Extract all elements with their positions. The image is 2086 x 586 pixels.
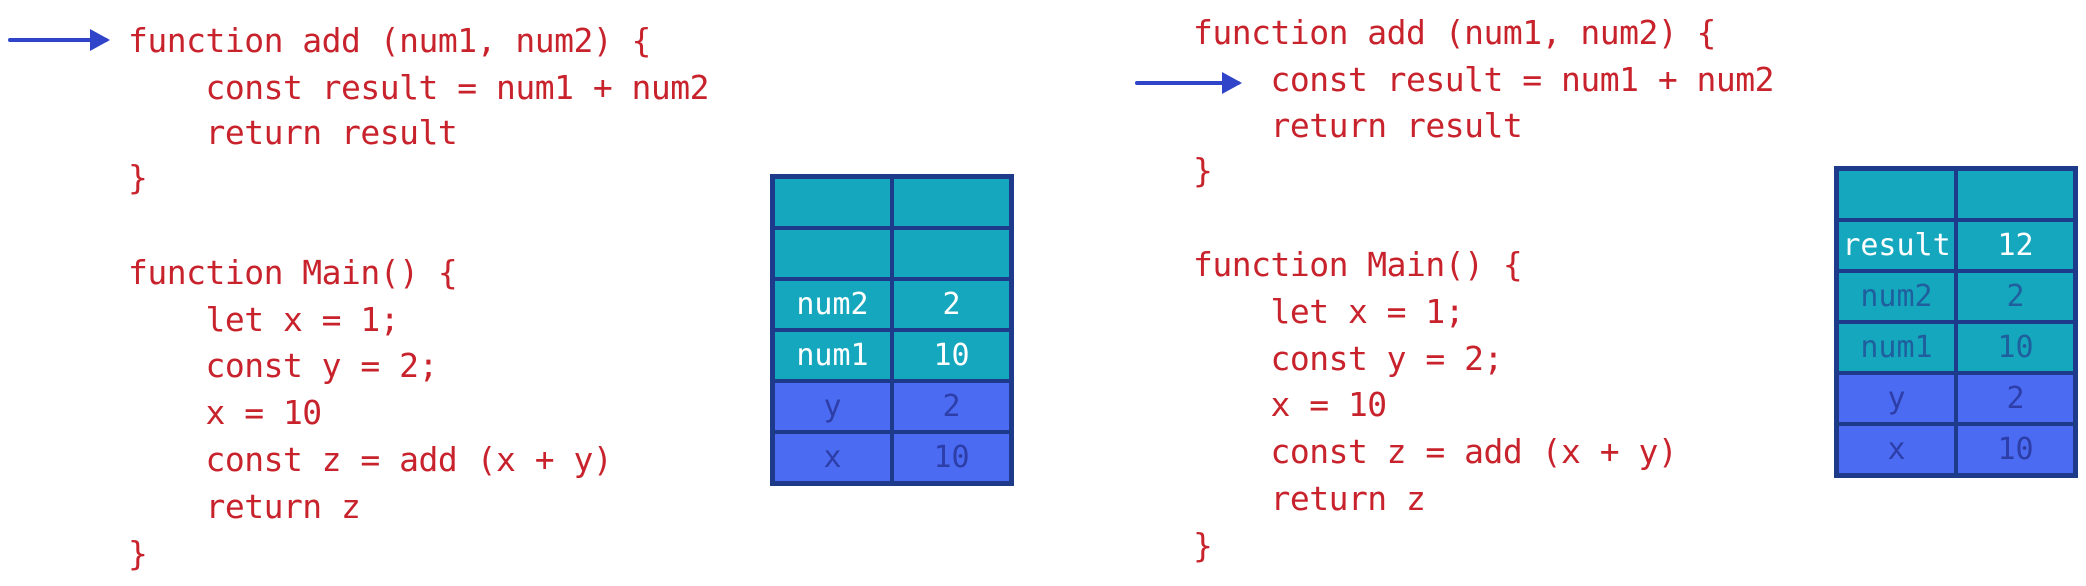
- code-line: }: [128, 158, 148, 197]
- stack-value-cell: 2: [892, 381, 1011, 432]
- stack-row: [773, 177, 1011, 228]
- stack-row: num2 2: [1837, 271, 2075, 322]
- stack-value-cell: [892, 177, 1011, 228]
- execution-pointer-arrow: [1135, 72, 1242, 94]
- stack-row: result 12: [1837, 220, 2075, 271]
- left-panel: function add (num1, num2) { const result…: [8, 21, 1014, 573]
- stack-name-cell: x: [1837, 424, 1956, 475]
- code-line: function Main() {: [1193, 245, 1523, 284]
- code-line: let x = 1;: [128, 300, 400, 339]
- stack-value-cell: [1956, 169, 2075, 220]
- code-line: return z: [128, 487, 361, 526]
- code-line: function add (num1, num2) {: [128, 21, 651, 60]
- stack-row: x 10: [773, 432, 1011, 483]
- stack-value-cell: 2: [892, 279, 1011, 330]
- code-line: }: [1193, 526, 1213, 565]
- call-stack-table: result 12 num2 2 num1 10 y 2 x 10: [1834, 166, 2078, 478]
- code-line: const y = 2;: [1193, 339, 1503, 378]
- stack-value-cell: 12: [1956, 220, 2075, 271]
- stack-name-cell: num1: [773, 330, 892, 381]
- stack-name-cell: x: [773, 432, 892, 483]
- code-line: const result = num1 + num2: [128, 68, 710, 107]
- stack-value-cell: 2: [1956, 373, 2075, 424]
- stack-value-cell: 10: [892, 432, 1011, 483]
- stack-row: y 2: [773, 381, 1011, 432]
- stack-row: x 10: [1837, 424, 2075, 475]
- code-line: return result: [128, 113, 458, 152]
- stack-name-cell: [773, 228, 892, 279]
- stack-row: num1 10: [773, 330, 1011, 381]
- stack-row: [773, 228, 1011, 279]
- stack-name-cell: result: [1837, 220, 1956, 271]
- code-line: const result = num1 + num2: [1193, 60, 1775, 99]
- code-line: return z: [1193, 479, 1426, 518]
- stack-row: y 2: [1837, 373, 2075, 424]
- stack-name-cell: [773, 177, 892, 228]
- code-line: function add (num1, num2) {: [1193, 13, 1716, 52]
- call-stack-table: num2 2 num1 10 y 2 x 10: [770, 174, 1014, 486]
- stack-row: num1 10: [1837, 322, 2075, 373]
- code-line: }: [128, 534, 148, 573]
- code-line: return result: [1193, 106, 1523, 145]
- stack-value-cell: [892, 228, 1011, 279]
- stack-name-cell: y: [1837, 373, 1956, 424]
- stack-value-cell: 10: [1956, 322, 2075, 373]
- code-line: const z = add (x + y): [128, 440, 613, 479]
- execution-pointer-arrow: [8, 29, 110, 51]
- stack-name-cell: num2: [773, 279, 892, 330]
- stack-value-cell: 2: [1956, 271, 2075, 322]
- code-line: const z = add (x + y): [1193, 432, 1678, 471]
- stack-name-cell: num1: [1837, 322, 1956, 373]
- right-panel: function add (num1, num2) { const result…: [1043, 0, 2086, 586]
- code-line: const y = 2;: [128, 346, 438, 385]
- stack-name-cell: num2: [1837, 271, 1956, 322]
- code-line: x = 10: [128, 393, 322, 432]
- code-line: let x = 1;: [1193, 292, 1465, 331]
- stack-row: num2 2: [773, 279, 1011, 330]
- stack-name-cell: [1837, 169, 1956, 220]
- stack-name-cell: y: [773, 381, 892, 432]
- stack-value-cell: 10: [1956, 424, 2075, 475]
- stack-value-cell: 10: [892, 330, 1011, 381]
- code-line: x = 10: [1193, 385, 1387, 424]
- stack-row: [1837, 169, 2075, 220]
- code-line: function Main() {: [128, 253, 458, 292]
- code-line: }: [1193, 151, 1213, 190]
